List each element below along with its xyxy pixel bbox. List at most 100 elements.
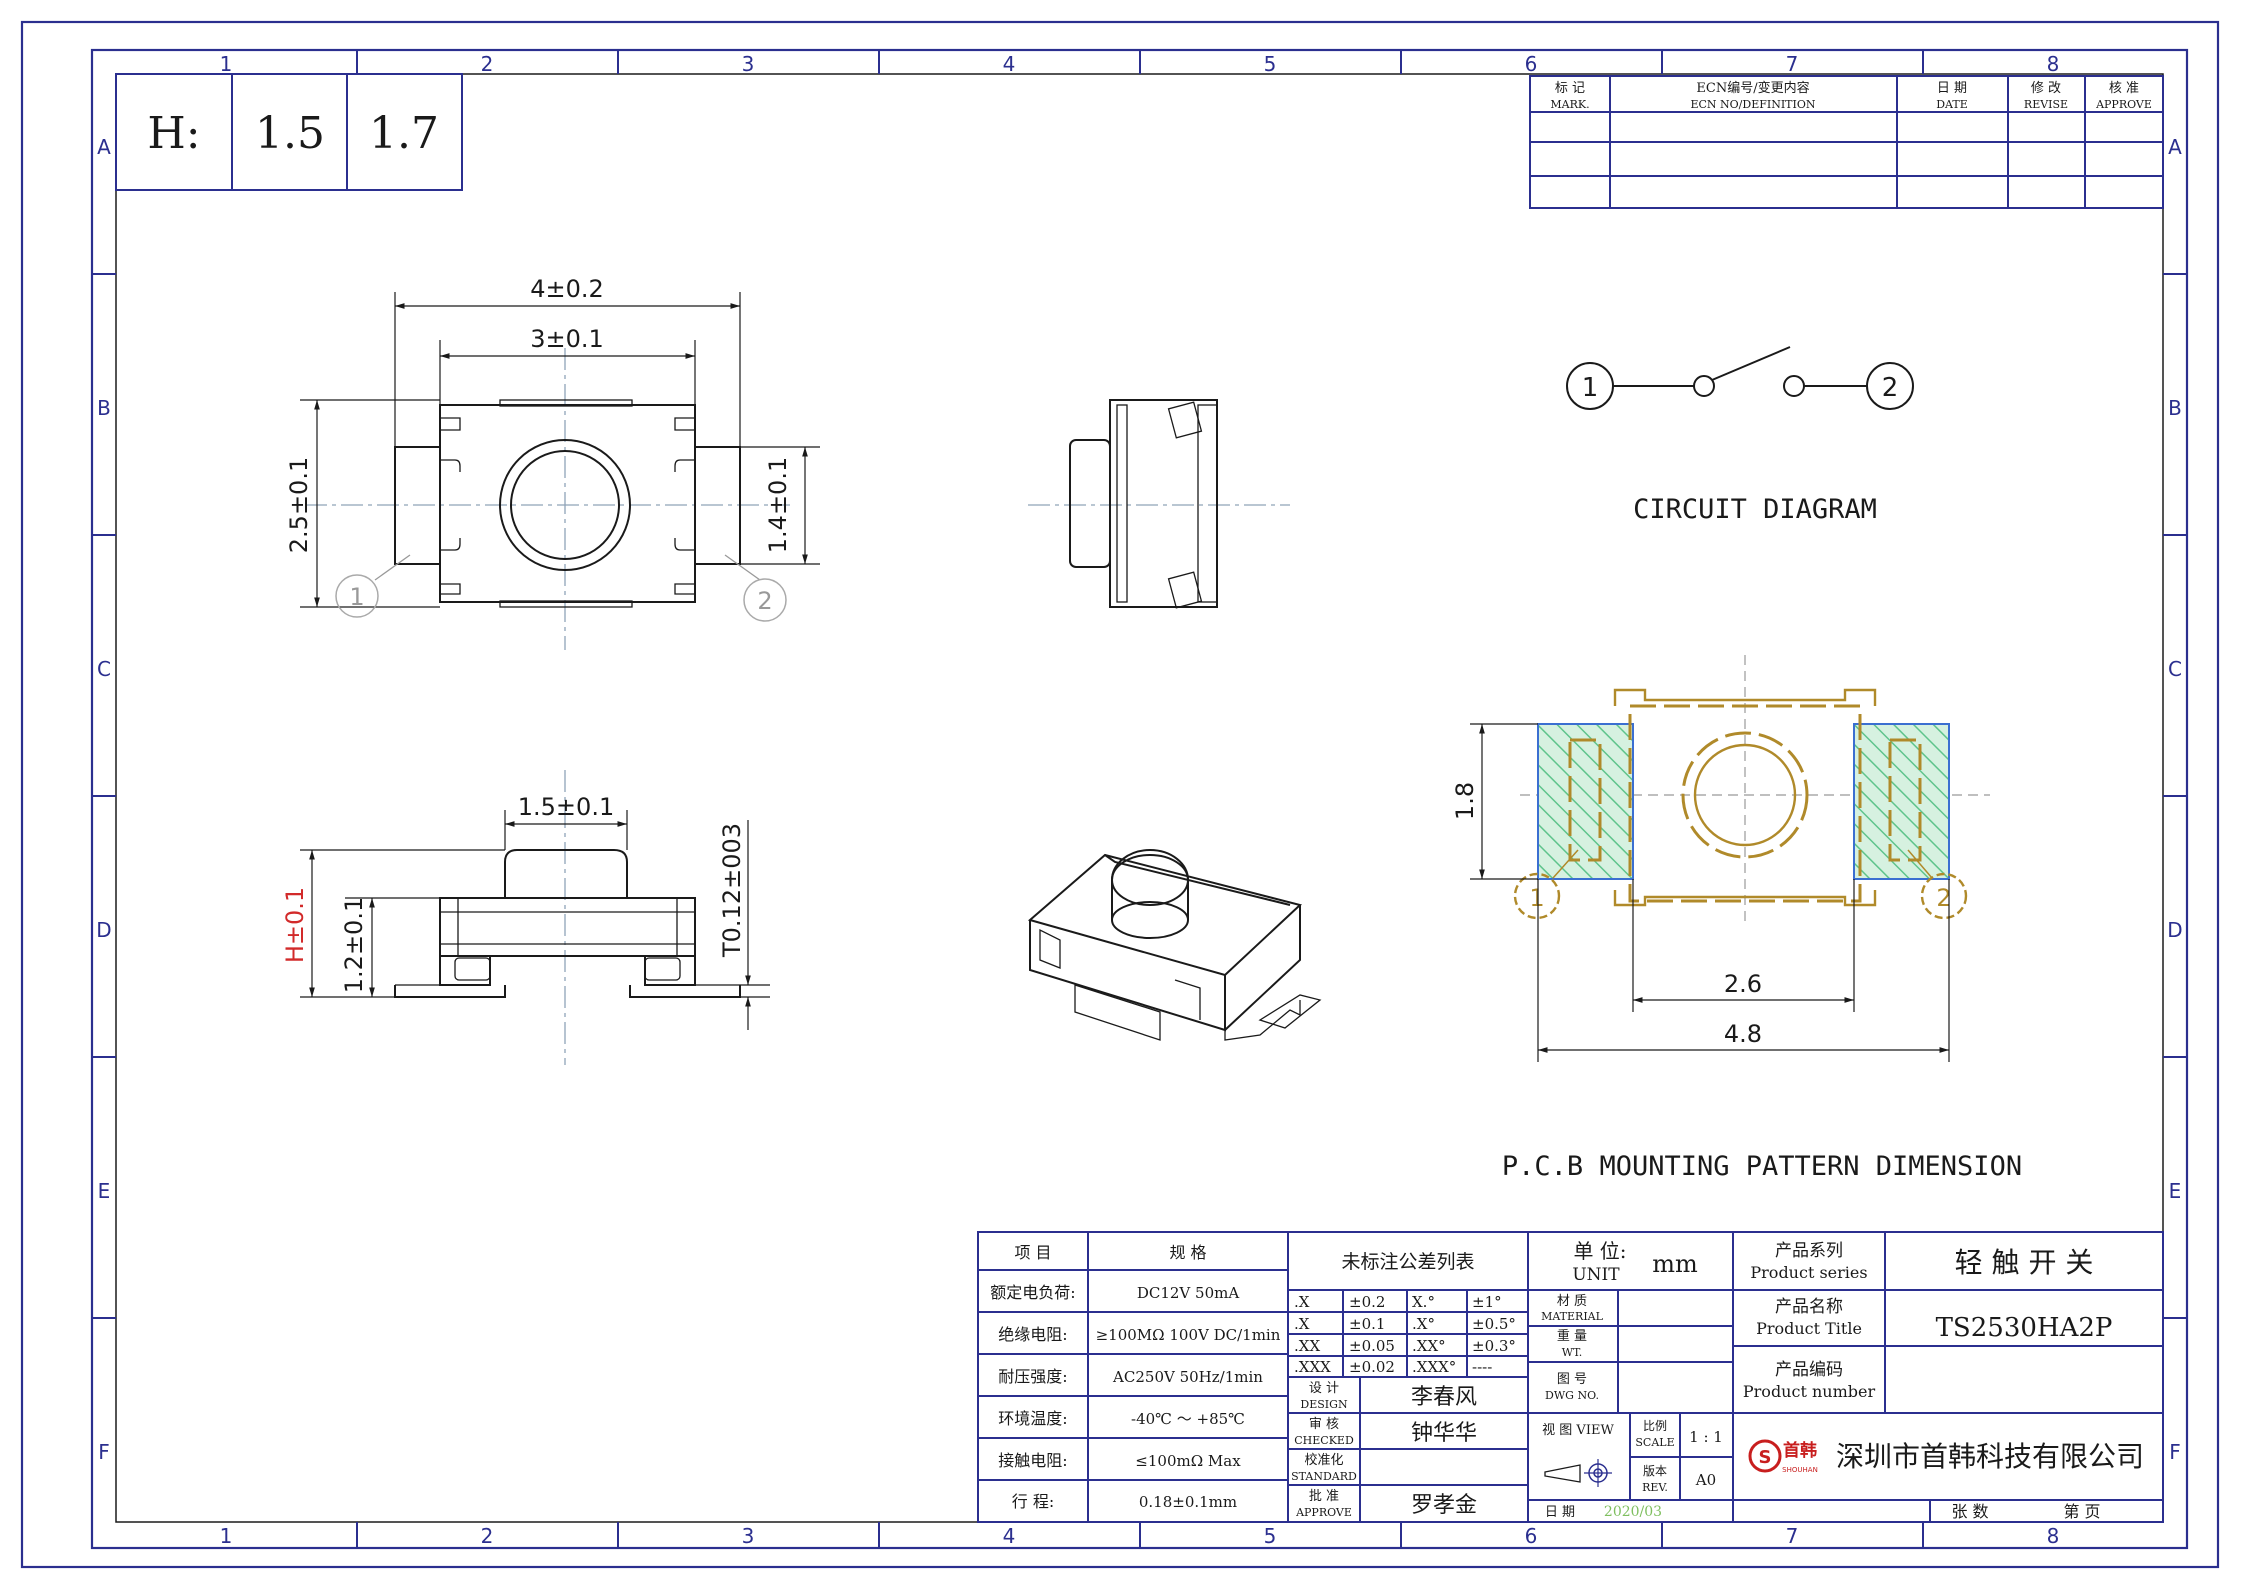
zone-col-1: 1 (220, 52, 233, 76)
date-value: 2020/03 (1604, 1504, 1662, 1520)
svg-text:E: E (2169, 1179, 2182, 1203)
product-series: 轻 触 开 关 (1955, 1246, 2094, 1279)
svg-text:F: F (98, 1440, 110, 1464)
svg-text:C: C (97, 657, 111, 681)
product-title: TS2530HA2P (1936, 1313, 2113, 1343)
svg-text:产品编码: 产品编码 (1775, 1360, 1843, 1380)
svg-text:B: B (97, 396, 111, 420)
pcb-pad-left (1537, 723, 1634, 880)
svg-text:±0.1: ±0.1 (1349, 1315, 1385, 1333)
svg-text:APPROVE: APPROVE (2095, 98, 2152, 111)
zone-col-7: 7 (1786, 52, 1799, 76)
approve-name: 罗孝金 (1411, 1493, 1477, 1518)
checked-name: 钟华华 (1411, 1421, 1477, 1446)
svg-text:审 核: 审 核 (1309, 1417, 1339, 1432)
zone-col-8: 8 (2047, 52, 2060, 76)
outer-border (20, 20, 2220, 1569)
svg-text:.XX°: .XX° (1412, 1337, 1446, 1355)
svg-text:CHECKED: CHECKED (1294, 1434, 1354, 1447)
spec-table: 项 目 规 格 额定电负荷: DC12V 50mA 绝缘电阻: ≥100MΩ 1… (977, 1231, 1289, 1523)
zone-labels-bottom: 1 2 3 4 5 6 7 8 (220, 1524, 2060, 1548)
svg-text:4: 4 (1003, 1524, 1016, 1548)
svg-text:第 页: 第 页 (2063, 1502, 2100, 1521)
svg-text:≥100MΩ 100V DC/1min: ≥100MΩ 100V DC/1min (1096, 1326, 1281, 1344)
pcb-pad-right (1853, 723, 1950, 880)
svg-text:----: ---- (1472, 1358, 1492, 1376)
svg-text:SCALE: SCALE (1635, 1436, 1674, 1449)
dim-h: H±0.1 (281, 887, 309, 963)
svg-text:.X°: .X° (1412, 1315, 1435, 1333)
zone-ticks (92, 50, 2187, 1548)
product-block: 产品系列 Product series 轻 触 开 关 产品名称 Product… (1732, 1231, 2164, 1523)
svg-text:日 期: 日 期 (1937, 81, 1967, 96)
scale-value: 1 : 1 (1689, 1428, 1723, 1446)
svg-text:.XXX: .XXX (1294, 1358, 1331, 1376)
svg-text:材 质: 材 质 (1557, 1294, 1587, 1309)
company-name: 深圳市首韩科技有限公司 (1836, 1440, 2144, 1473)
tolerance-title: 未标注公差列表 (1341, 1251, 1474, 1273)
svg-text:5: 5 (1264, 1524, 1277, 1548)
svg-text:行 程:: 行 程: (1012, 1492, 1054, 1511)
dim-inner: 3±0.1 (530, 325, 604, 353)
dim-height: 2.5±0.1 (285, 457, 313, 553)
isometric-view (1027, 849, 1322, 1041)
unit-value: mm (1652, 1250, 1698, 1278)
svg-text:标 记: 标 记 (1555, 81, 1585, 96)
svg-text:≤100mΩ Max: ≤100mΩ Max (1135, 1452, 1241, 1470)
svg-text:±0.2: ±0.2 (1349, 1293, 1385, 1311)
zone-col-2: 2 (481, 52, 494, 76)
svg-text:.X: .X (1294, 1315, 1310, 1333)
svg-text:6: 6 (1525, 1524, 1538, 1548)
pcb-dim-outer: 4.8 (1724, 1020, 1762, 1048)
pcb-pin1: 1 (1529, 884, 1544, 912)
tolerance-table: 未标注公差列表 .X ±0.2 X.° ±1° .X ±0.1 .X° ±0.5… (1287, 1231, 1529, 1378)
pcb-dim-pad: 1.8 (1451, 782, 1479, 820)
svg-text:-40℃ ～ +85℃: -40℃ ～ +85℃ (1131, 1410, 1245, 1428)
svg-text:DWG NO.: DWG NO. (1545, 1389, 1599, 1402)
dim-terminal: T0.12±003 (718, 823, 746, 958)
svg-text:校准化: 校准化 (1304, 1452, 1343, 1468)
height-value-2: 1.7 (369, 108, 439, 159)
zone-labels-right: A B C D E F (2167, 135, 2182, 1464)
height-label: H: (147, 108, 200, 159)
dim-pad: 1.4±0.1 (764, 457, 792, 553)
svg-text:视 图 VIEW: 视 图 VIEW (1542, 1423, 1614, 1438)
spec-header-item: 项 目 (1014, 1243, 1051, 1262)
svg-text:C: C (2168, 657, 2182, 681)
zone-col-5: 5 (1264, 52, 1277, 76)
svg-text:WT.: WT. (1562, 1346, 1583, 1359)
circuit-pin2: 2 (1882, 373, 1899, 403)
company-logo: S 首韩 SHOUHAN (1748, 1439, 1818, 1474)
dim-button: 1.5±0.1 (518, 793, 614, 821)
pcb-dim-inner: 2.6 (1724, 970, 1762, 998)
revision-table: 标 记 MARK. ECN编号/变更内容 ECN NO/DEFINITION 日… (1529, 75, 2164, 209)
svg-text:SHOUHAN: SHOUHAN (1782, 1466, 1818, 1474)
svg-text:.XXX°: .XXX° (1412, 1358, 1456, 1376)
circuit-diagram: 1 2 CIRCUIT DIAGRAM (1566, 346, 1914, 525)
signoff-block: 设 计 DESIGN 李春风 审 核 CHECKED 钟华华 校准化 STAND… (1287, 1376, 1529, 1523)
svg-text:首韩: 首韩 (1783, 1440, 1817, 1461)
svg-text:版本: 版本 (1643, 1464, 1667, 1478)
pcb-pin2: 2 (1936, 884, 1951, 912)
svg-text:±0.5°: ±0.5° (1472, 1315, 1516, 1333)
svg-text:APPROVE: APPROVE (1295, 1506, 1352, 1519)
svg-text:REVISE: REVISE (2024, 98, 2068, 111)
svg-text:MATERIAL: MATERIAL (1541, 1310, 1604, 1323)
svg-text:0.18±0.1mm: 0.18±0.1mm (1139, 1493, 1237, 1511)
zone-col-4: 4 (1003, 52, 1016, 76)
front-view: 1.5±0.1 H±0.1 1.2±0.1 T0.12±003 (281, 770, 770, 1065)
svg-text:D: D (96, 918, 111, 942)
svg-text:比例: 比例 (1643, 1419, 1667, 1433)
svg-text:DESIGN: DESIGN (1300, 1398, 1348, 1411)
zone-col-6: 6 (1525, 52, 1538, 76)
design-name: 李春风 (1411, 1385, 1477, 1410)
height-table: H: 1.5 1.7 (115, 73, 463, 191)
height-value-1: 1.5 (255, 108, 325, 159)
svg-text:批 准: 批 准 (1309, 1489, 1339, 1504)
svg-text:产品名称: 产品名称 (1775, 1297, 1843, 1317)
svg-text:环境温度:: 环境温度: (998, 1409, 1067, 1428)
svg-text:Product series: Product series (1750, 1263, 1867, 1282)
svg-text:F: F (2169, 1440, 2181, 1464)
svg-text:8: 8 (2047, 1524, 2060, 1548)
